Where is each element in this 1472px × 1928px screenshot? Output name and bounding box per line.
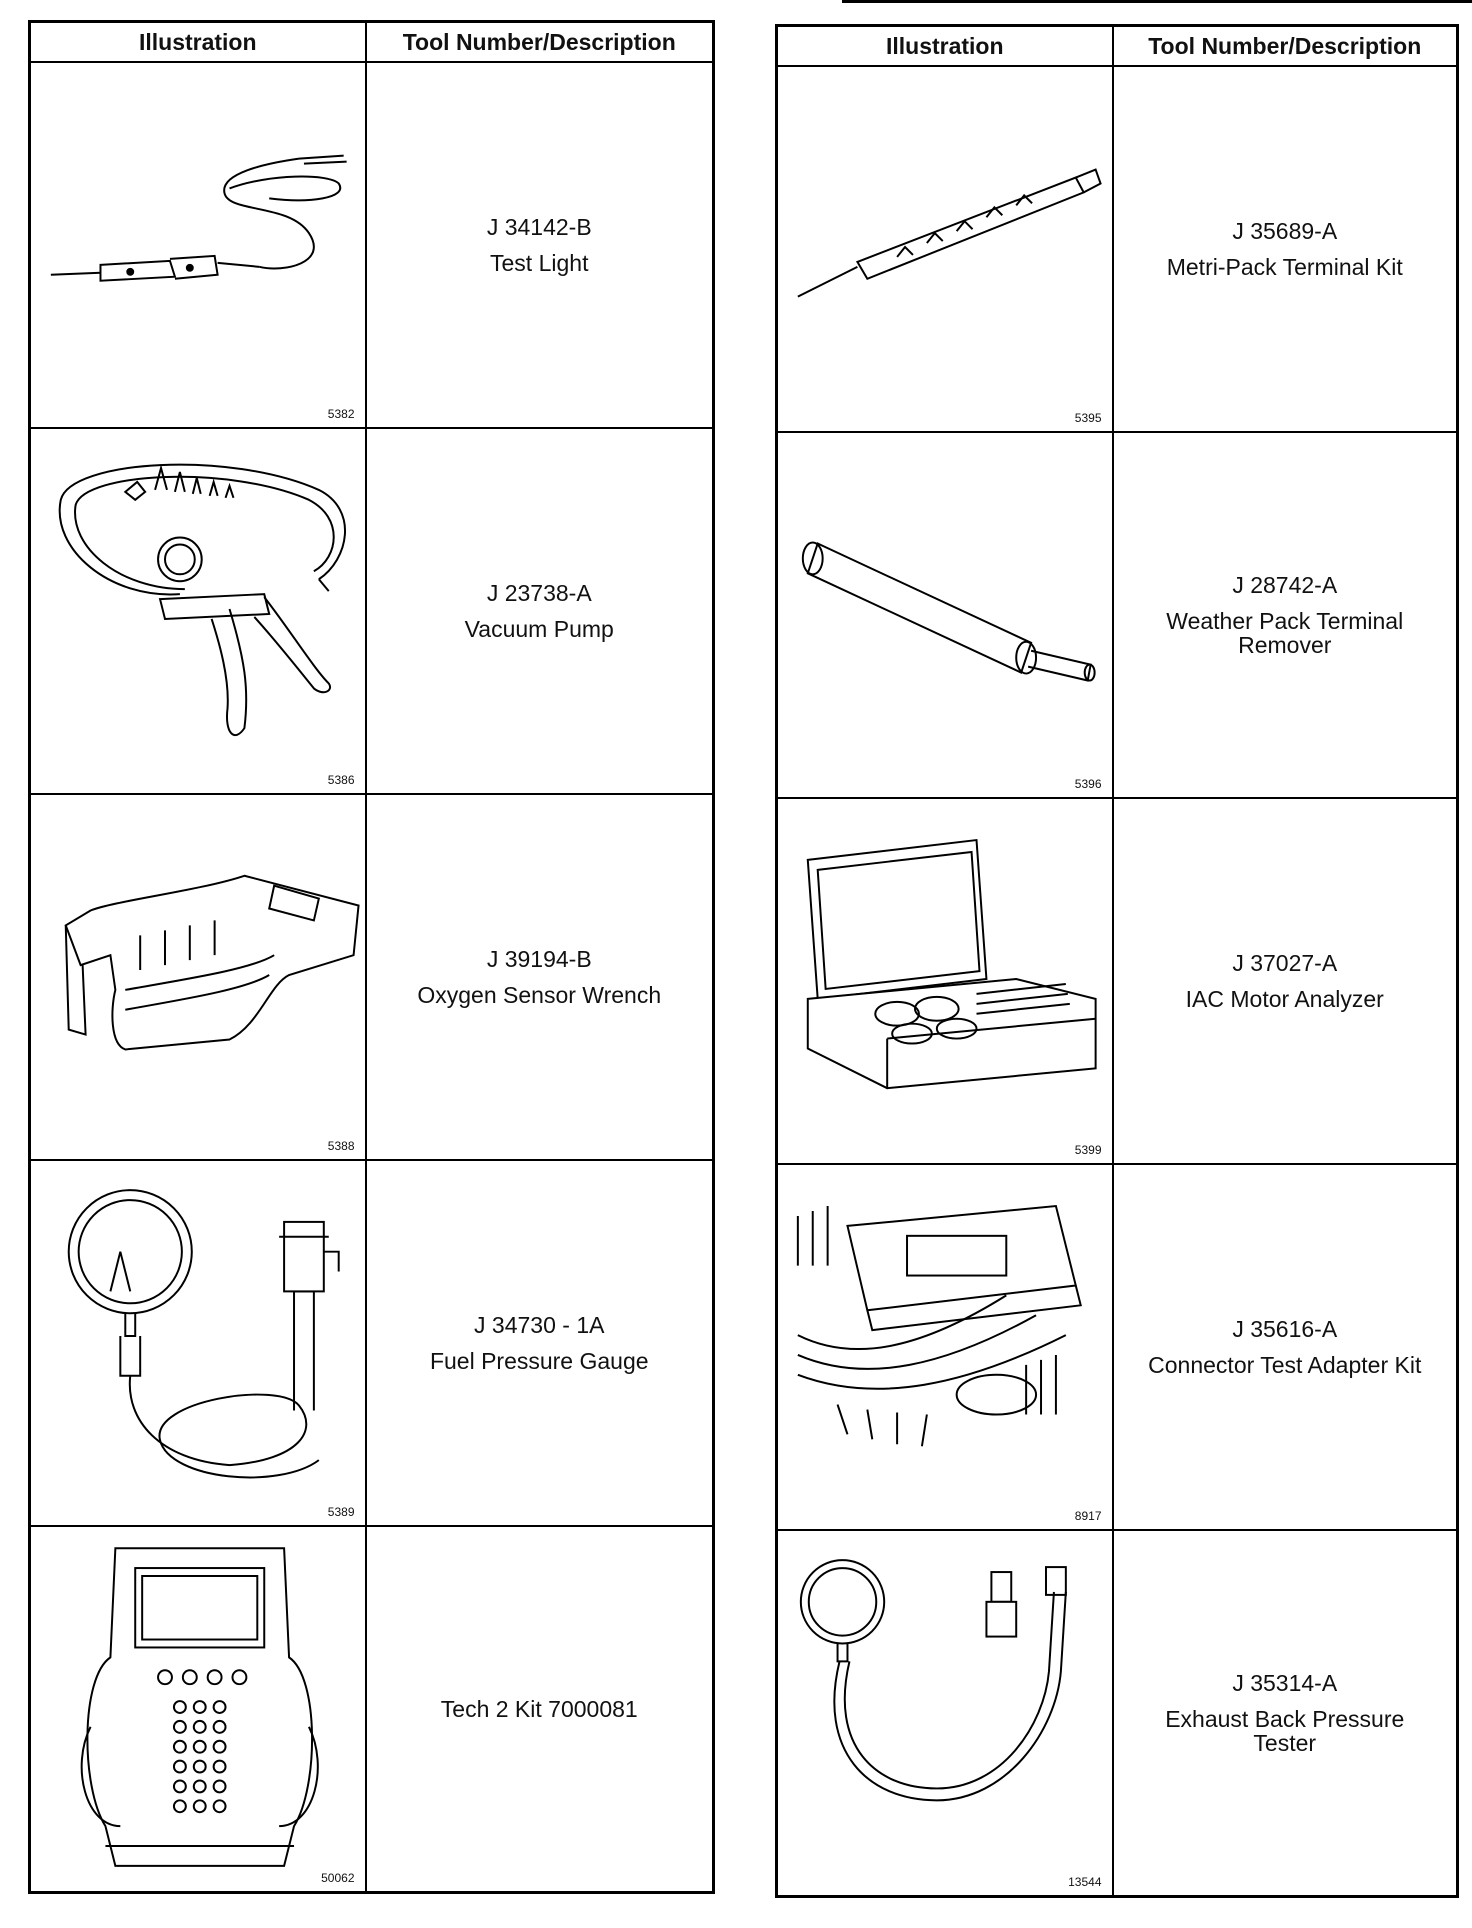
metri-pack-terminal-kit-illustration xyxy=(778,67,1112,431)
tool-name: Exhaust Back Pressure Tester xyxy=(1165,1706,1405,1756)
tech-2-scanner-illustration xyxy=(31,1527,365,1891)
tool-number: J 34730 - 1A xyxy=(474,1312,605,1338)
table-row: 5396 J 28742-A Weather Pack Terminal Rem… xyxy=(775,431,1459,799)
table-row: 5386 J 23738-A Vacuum Pump xyxy=(28,427,715,795)
table-row: 13544 J 35314-A Exhaust Back Pressure Te… xyxy=(775,1529,1459,1898)
figure-id: 50062 xyxy=(321,1871,355,1885)
table-row: 8917 J 35616-A Connector Test Adapter Ki… xyxy=(775,1163,1459,1531)
tool-name: Connector Test Adapter Kit xyxy=(1148,1352,1422,1378)
tool-name: Test Light xyxy=(490,250,589,276)
table-row: 5382 J 34142-B Test Light xyxy=(28,61,715,429)
tool-name: Tech 2 Kit 7000081 xyxy=(440,1696,638,1722)
figure-id: 13544 xyxy=(1068,1875,1102,1889)
table-row: 50062 Tech 2 Kit 7000081 xyxy=(28,1525,715,1894)
tool-name: IAC Motor Analyzer xyxy=(1185,986,1384,1012)
figure-id: 5382 xyxy=(327,407,355,421)
tool-table-left: Illustration Tool Number/Description xyxy=(28,20,715,1894)
tool-name: Weather Pack Terminal Remover xyxy=(1166,608,1404,658)
table-row: 5395 J 35689-A Metri-Pack Terminal Kit xyxy=(775,65,1459,433)
table-row: 5388 J 39194-B Oxygen Sensor Wrench xyxy=(28,793,715,1161)
figure-id: 5386 xyxy=(327,773,355,787)
illustration-cell: 13544 xyxy=(775,1529,1114,1898)
illustration-cell: 5386 xyxy=(28,427,367,795)
illustration-header: Illustration xyxy=(775,24,1114,67)
exhaust-back-pressure-tester-illustration xyxy=(778,1531,1112,1895)
tool-number: J 28742-A xyxy=(1232,572,1338,598)
connector-test-adapter-kit-illustration xyxy=(778,1165,1112,1529)
tool-number: J 23738-A xyxy=(486,580,592,606)
top-rule xyxy=(842,0,1472,3)
tool-description-cell: J 28742-A Weather Pack Terminal Remover xyxy=(1111,431,1459,799)
illustration-cell: 5388 xyxy=(28,793,367,1161)
illustration-cell: 50062 xyxy=(28,1525,367,1894)
tool-number: J 35314-A xyxy=(1232,1670,1338,1696)
tool-table-right: Illustration Tool Number/Description 539… xyxy=(775,24,1459,1898)
illustration-cell: 5396 xyxy=(775,431,1114,799)
illustration-cell: 5382 xyxy=(28,61,367,429)
illustration-cell: 8917 xyxy=(775,1163,1114,1531)
figure-id: 5395 xyxy=(1074,411,1102,425)
tool-description-cell: J 23738-A Vacuum Pump xyxy=(364,427,715,795)
tool-number: J 34142-B xyxy=(486,214,592,240)
tool-description-cell: J 34730 - 1A Fuel Pressure Gauge xyxy=(364,1159,715,1527)
tool-description-cell: J 35616-A Connector Test Adapter Kit xyxy=(1111,1163,1459,1531)
figure-id: 5388 xyxy=(327,1139,355,1153)
tool-number: J 39194-B xyxy=(486,946,592,972)
tool-description-cell: J 35314-A Exhaust Back Pressure Tester xyxy=(1111,1529,1459,1898)
tool-description-cell: Tech 2 Kit 7000081 xyxy=(364,1525,715,1894)
tool-name: Metri-Pack Terminal Kit xyxy=(1166,254,1403,280)
tool-description-cell: J 37027-A IAC Motor Analyzer xyxy=(1111,797,1459,1165)
illustration-header: Illustration xyxy=(28,20,367,63)
fuel-pressure-gauge-illustration xyxy=(31,1161,365,1525)
iac-motor-analyzer-illustration xyxy=(778,799,1112,1163)
tool-description-cell: J 39194-B Oxygen Sensor Wrench xyxy=(364,793,715,1161)
oxygen-sensor-wrench-illustration xyxy=(31,795,365,1159)
illustration-cell: 5389 xyxy=(28,1159,367,1527)
table-row: 5389 J 34730 - 1A Fuel Pressure Gauge xyxy=(28,1159,715,1527)
tool-description-cell: J 34142-B Test Light xyxy=(364,61,715,429)
figure-id: 5396 xyxy=(1074,777,1102,791)
weather-pack-remover-illustration xyxy=(778,433,1112,797)
tool-name: Oxygen Sensor Wrench xyxy=(417,982,662,1008)
tool-header: Tool Number/Description xyxy=(364,20,715,63)
tool-number: J 35689-A xyxy=(1232,218,1338,244)
illustration-cell: 5399 xyxy=(775,797,1114,1165)
tool-number: J 37027-A xyxy=(1232,950,1338,976)
figure-id: 5399 xyxy=(1074,1143,1102,1157)
tool-description-cell: J 35689-A Metri-Pack Terminal Kit xyxy=(1111,65,1459,433)
vacuum-pump-illustration xyxy=(31,429,365,793)
test-light-illustration xyxy=(31,63,365,427)
table-row: 5399 J 37027-A IAC Motor Analyzer xyxy=(775,797,1459,1165)
figure-id: 8917 xyxy=(1074,1509,1102,1523)
tool-header: Tool Number/Description xyxy=(1111,24,1459,67)
tool-name: Vacuum Pump xyxy=(464,616,614,642)
tool-number: J 35616-A xyxy=(1232,1316,1338,1342)
figure-id: 5389 xyxy=(327,1505,355,1519)
tool-name: Fuel Pressure Gauge xyxy=(429,1348,649,1374)
illustration-cell: 5395 xyxy=(775,65,1114,433)
